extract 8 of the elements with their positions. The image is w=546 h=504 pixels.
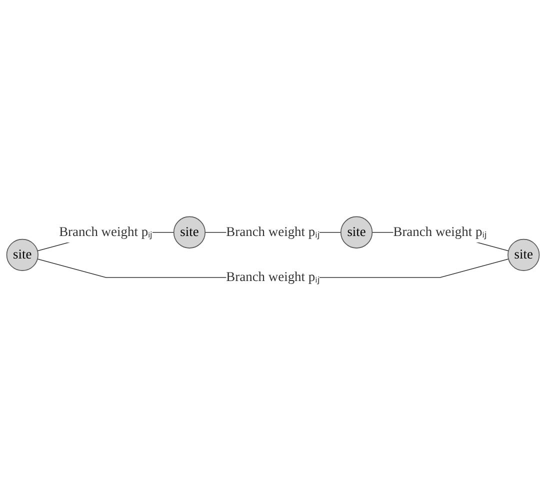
node-circle: site — [508, 238, 540, 271]
edge-label: Branch weight pᵢⱼ — [393, 224, 487, 239]
edge-label: Branch weight pᵢⱼ — [59, 224, 153, 239]
node-circle: site — [340, 216, 373, 248]
node-circle: site — [6, 238, 38, 271]
node-circle: site — [173, 216, 206, 248]
edge-label: Branch weight pᵢⱼ — [226, 270, 320, 284]
edge-label: Branch weight pᵢⱼ — [226, 224, 320, 239]
